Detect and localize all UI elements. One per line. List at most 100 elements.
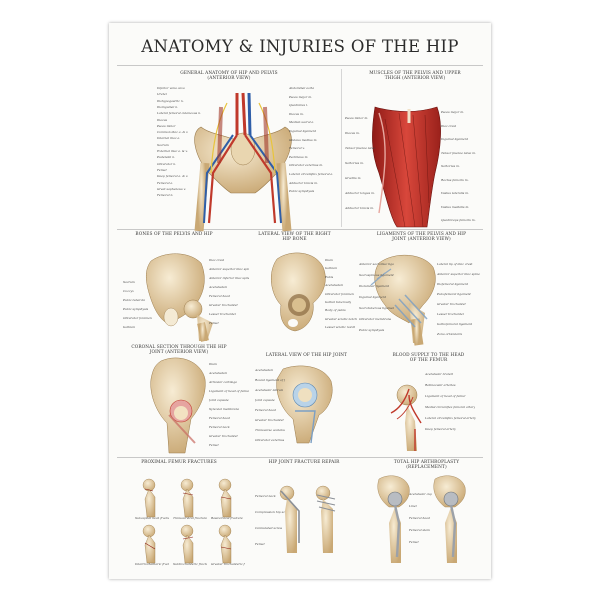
section-lateral-joint: LATERAL VIEW OF THE HIP JOINT: [265, 353, 348, 358]
general-right-label: Pectineus m.: [289, 155, 309, 159]
lateral-bone-label: Lesser sciatic notch: [325, 326, 356, 330]
lateral-joint-label: Obturator externus: [255, 439, 285, 442]
lateral-joint-label: Joint capsule: [255, 399, 275, 402]
ligaments-right-label: Lateral lip of iliac crest: [437, 263, 473, 266]
muscles-right-label: Iliac crest: [441, 124, 457, 128]
ligaments-left-label: Obturator membrane: [359, 318, 392, 321]
lateral-bone-label: Ischium: [325, 267, 338, 271]
muscles-left-label: Tensor fasciae latae: [345, 147, 376, 150]
general-right-label: Gluteus medius m.: [289, 138, 318, 142]
illustrations: [142, 92, 466, 564]
ligaments-right-label: Ischiofemoral ligament: [437, 323, 473, 326]
lateral-hip-bone-illustration: [270, 252, 326, 332]
bones-left-label: Obturator foramen: [123, 317, 152, 320]
blood-label: Lateral circumflex femoral artery: [425, 417, 476, 420]
general-right-label: Femoral v.: [289, 147, 305, 151]
general-right-label: Obturator externus m.: [289, 164, 324, 168]
general-right-label: Psoas major m.: [289, 95, 313, 99]
bones-right-label: Greater trochanter: [209, 304, 238, 307]
muscles-right-label: Psoas major m.: [441, 111, 465, 114]
blood-label: Acetabular branch: [425, 373, 454, 376]
lateral-hip-joint-illustration: [276, 365, 333, 444]
general-left-label: Deep femoral a. & v.: [157, 175, 189, 179]
general-left-label: External iliac a. & v.: [157, 150, 188, 153]
blood-label: Retinacular arteries: [425, 384, 456, 387]
arthro-label: Femur: [409, 541, 419, 544]
section-fractures: PROXIMAL FEMUR FRACTURES: [141, 460, 217, 465]
lateral-bone-label: Obturator foramen: [325, 292, 354, 296]
muscles-left-label: Gracilis m.: [345, 177, 362, 180]
lateral-bone-label: Pubis: [325, 275, 334, 279]
lateral-joint-label: Acetabulum: [255, 369, 274, 372]
section-general-anatomy: GENERAL ANATOMY OF HIP AND PELVIS(ANTERI…: [180, 71, 278, 81]
bones-left-label: Pubic tubercle: [123, 299, 146, 302]
fracture-label: Intertrochanteric fracture: [135, 563, 169, 566]
general-left-label: Great saphenous v.: [157, 187, 186, 191]
arthroplasty-illustration: [377, 475, 466, 563]
general-left-label: Internal iliac a.: [157, 137, 181, 141]
fracture-repair-illustration: [279, 485, 336, 553]
fractures-illustration: [142, 478, 232, 564]
general-left-label: Common iliac a. & v.: [157, 131, 189, 135]
repair-label: Femur: [255, 543, 265, 546]
general-right-label: Pubic symphysis: [289, 190, 315, 194]
repair-label: Cannulated screw: [255, 527, 283, 530]
ligaments-left-label: Inguinal ligament: [359, 296, 386, 299]
lateral-joint-label: Greater trochanter: [255, 419, 284, 422]
arthro-label: Acetabular cup: [409, 493, 433, 496]
coronal-label: Femur: [209, 444, 219, 447]
row2-divider: [117, 457, 483, 458]
lateral-bone-label: Ischial tuberosity: [325, 301, 352, 304]
ligaments-right-label: Anterior superior iliac spine: [437, 273, 480, 276]
arthro-label: Femoral stem: [409, 529, 430, 532]
blood-label: Medial circumflex femoral artery: [425, 406, 476, 409]
row1-col-divider: [341, 69, 342, 227]
ligaments-left-label: Sacrospinous ligament: [359, 274, 394, 277]
general-left-label: Femur: [157, 168, 167, 172]
bones-pelvis-illustration: [146, 253, 213, 342]
bones-right-label: Femoral head: [209, 295, 230, 298]
general-right-label: Iliacus m.: [289, 112, 304, 116]
general-left-label: Ilioinguinal n.: [157, 105, 179, 109]
general-right-label: Abdominal aorta: [289, 87, 315, 90]
section-repair: HIP JOINT FRACTURE REPAIR: [268, 460, 340, 465]
coronal-label: Ilium: [209, 363, 217, 366]
ligaments-right-label: Iliofemoral ligament: [437, 283, 468, 286]
general-right-label: Lateral circumflex femoral a.: [289, 173, 334, 176]
lateral-bone-label: Greater sciatic notch: [325, 317, 357, 321]
muscles-left-label: Adductor longus m.: [345, 192, 375, 195]
fracture-label: Basicervical fracture: [211, 517, 243, 520]
ligaments-right-label: Zona orbicularis: [437, 333, 462, 336]
general-left-label: Inferior vena cava: [157, 87, 185, 90]
muscles-left-label: Iliacus m.: [345, 132, 360, 135]
lateral-joint-label: Transverse acetabular ligament: [255, 429, 285, 432]
muscles-left-label: Sartorius m.: [345, 162, 364, 165]
bones-left-label: Ischium: [123, 326, 136, 329]
general-left-label: Iliacus: [157, 118, 168, 122]
ligaments-left-label: Sacrotuberous ligament: [359, 307, 394, 310]
repair-label: Compression hip screw stabilizing hip fr…: [255, 511, 285, 514]
coronal-label: Synovial membrane: [209, 408, 240, 411]
muscles-right-label: Sartorius m.: [441, 165, 460, 168]
bones-right-label: Acetabulum: [209, 286, 228, 289]
general-left-label: Iliohypogastric n.: [157, 99, 184, 103]
repair-label: Femoral neck: [255, 495, 276, 498]
blood-supply-illustration: [390, 384, 422, 451]
lateral-joint-label: Femoral head: [255, 409, 276, 412]
general-right-label: Median sacral a.: [289, 121, 315, 125]
general-right-label: Inguinal ligament: [289, 130, 316, 133]
general-left-label: Ureter: [157, 93, 168, 97]
lateral-bone-label: Body of pubis: [325, 309, 346, 313]
poster-title: ANATOMY & INJURIES OF THE HIP: [141, 37, 459, 56]
coronal-label: Joint capsule: [209, 399, 229, 402]
quadriceps-label: Quadriceps femoris m.: [441, 218, 476, 222]
coronal-label: Femoral head: [209, 417, 230, 420]
general-left-label: Sacrum: [157, 143, 169, 147]
general-left-label: Obturator n.: [157, 162, 177, 166]
ligaments-right-label: Pubofemoral ligament: [437, 293, 471, 296]
lateral-joint-label: Round ligament of femur: [255, 379, 285, 382]
